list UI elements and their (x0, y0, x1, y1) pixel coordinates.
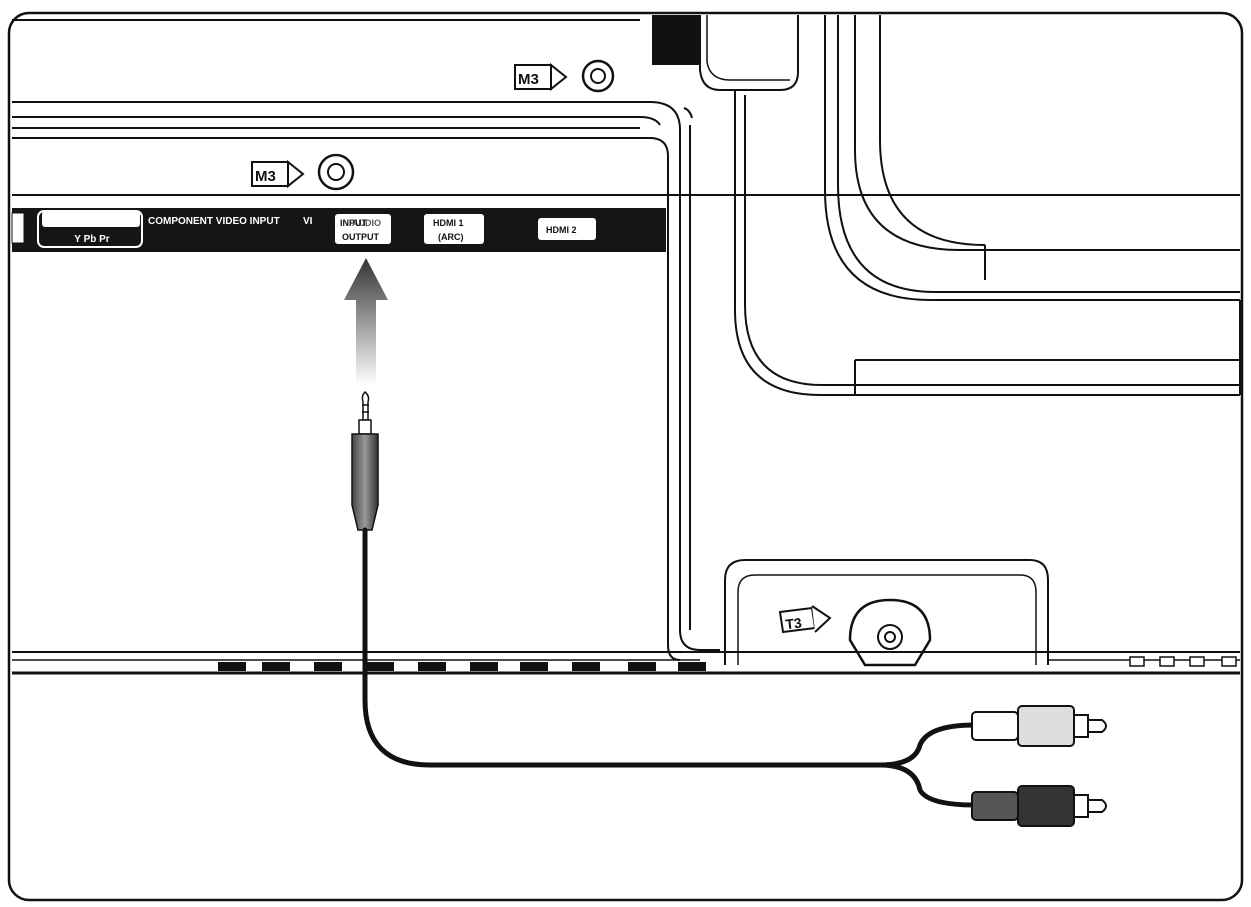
3.5mm-jack-plug-icon (351, 390, 379, 531)
vent-slot (218, 662, 246, 671)
hdmi1-arc-label: (ARC) (438, 232, 464, 242)
vent-slot (678, 662, 706, 671)
svg-text:M3: M3 (518, 71, 539, 88)
rca-plug-white-icon (971, 705, 1107, 747)
vent-slot (628, 662, 656, 671)
svg-text:T3: T3 (784, 614, 802, 632)
component-video-input-label: COMPONENT VIDEO INPUT (148, 216, 280, 227)
port-strip-left-cap (11, 212, 25, 244)
t3-housing (724, 559, 1049, 667)
vent-slot (520, 662, 548, 671)
y-pb-pr-label: Y Pb Pr (74, 234, 109, 245)
right-housing (734, 15, 1241, 396)
back-panel (12, 107, 1240, 651)
rca-plug-red-icon (971, 785, 1107, 827)
vent-slots (218, 656, 1237, 671)
audio-overlap-label: AUDIO (352, 218, 381, 228)
audio-input-label: INPUT (340, 218, 368, 228)
audio-output-label: OUTPUT (342, 232, 380, 242)
audio-output-label-box (335, 214, 391, 244)
hdmi1-label: HDMI 1 (433, 218, 464, 228)
vent-slot (314, 662, 342, 671)
hdmi2-label: HDMI 2 (546, 225, 577, 235)
arrow-up-icon (344, 258, 388, 385)
vent-slot (470, 662, 498, 671)
hdmi2-label-box (538, 218, 596, 240)
audio-cable (362, 527, 978, 808)
vent-slot (262, 662, 290, 671)
vent-slot (418, 662, 446, 671)
vent-slot (1159, 656, 1175, 667)
video-partial-label: VI (303, 216, 313, 227)
tv-upper-shell (12, 19, 681, 131)
vent-slot (1129, 656, 1145, 667)
m3-marker-top: M3 (514, 59, 615, 93)
top-connector-block (652, 15, 799, 91)
vent-slot (366, 662, 394, 671)
component-port-top (42, 211, 140, 227)
t3-marker: T3 (778, 605, 832, 634)
vent-slot (1221, 656, 1237, 667)
m3-marker-panel: M3 (251, 153, 355, 191)
hdmi1-label-box (424, 214, 484, 244)
vent-slot (1189, 656, 1205, 667)
svg-text:M3: M3 (255, 168, 276, 185)
vent-slot (572, 662, 600, 671)
